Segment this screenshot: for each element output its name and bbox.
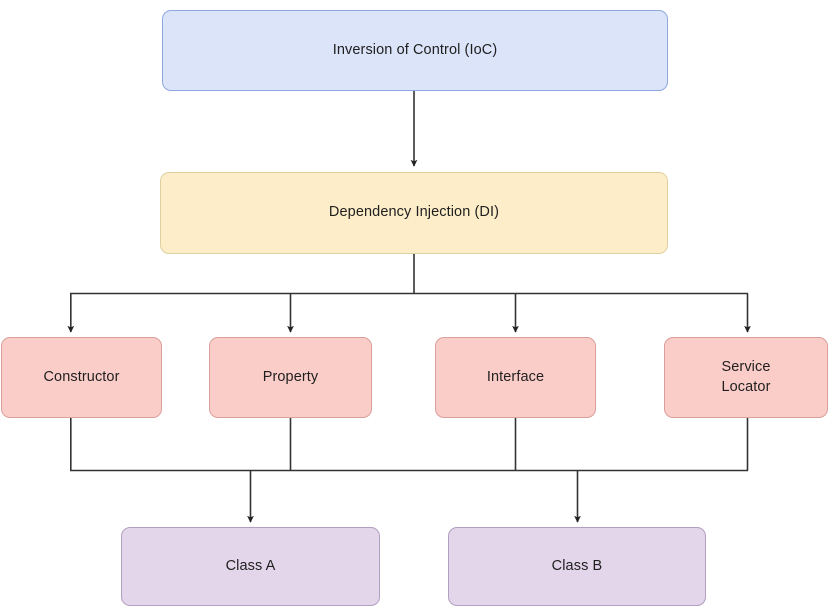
node-label-di: Dependency Injection (DI)	[328, 204, 500, 221]
node-class-b[interactable]: Class B	[448, 527, 706, 606]
node-service-locator[interactable]: Service Locator	[664, 337, 828, 418]
node-class-a[interactable]: Class A	[121, 527, 380, 606]
node-dependency-injection[interactable]: Dependency Injection (DI)	[160, 172, 668, 254]
node-label-class-b: Class B	[551, 557, 603, 574]
node-label-property: Property	[262, 368, 319, 385]
node-property[interactable]: Property	[209, 337, 372, 418]
node-constructor[interactable]: Constructor	[1, 337, 162, 418]
node-label-interface: Interface	[486, 368, 545, 385]
node-label-ioc: Inversion of Control (IoC)	[332, 41, 498, 58]
node-label-service-locator: Service Locator	[721, 359, 771, 395]
node-label-constructor: Constructor	[43, 368, 120, 385]
node-interface[interactable]: Interface	[435, 337, 596, 418]
edge-di-to-bus	[70, 254, 748, 295]
node-label-class-a: Class A	[225, 557, 276, 574]
node-inversion-of-control[interactable]: Inversion of Control (IoC)	[162, 10, 668, 91]
